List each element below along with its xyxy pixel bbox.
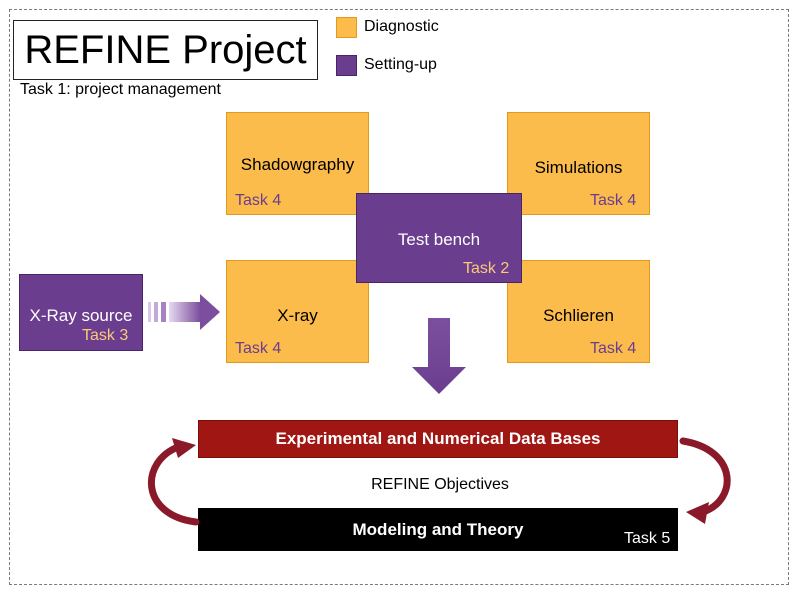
xray-label: X-ray	[277, 306, 318, 325]
shadowgraphy-label: Shadowgraphy	[240, 155, 355, 174]
test-bench-box: Test bench Task 2	[356, 193, 522, 283]
shadowgraphy-box: Shadowgraphy Task 4	[226, 112, 369, 215]
modeling-task: Task 5	[624, 530, 671, 547]
schlieren-box: Schlieren Task 4	[507, 260, 650, 363]
test-bench-label: Test bench	[397, 230, 481, 249]
legend-swatch-diagnostic	[336, 17, 357, 38]
xray-task: Task 4	[235, 340, 282, 357]
xray-source-label: X-Ray source	[29, 306, 133, 325]
project-frame	[9, 9, 789, 585]
legend-label-setting-up: Setting-up	[364, 56, 437, 73]
legend-swatch-setting-up	[336, 55, 357, 76]
legend-label-diagnostic: Diagnostic	[364, 18, 439, 35]
page-title: REFINE Project	[13, 20, 318, 80]
xray-beam-arrow	[148, 294, 220, 330]
curved-arrow-right	[679, 437, 731, 524]
modeling-bar: Modeling and Theory	[198, 508, 678, 551]
task1-label: Task 1: project management	[20, 81, 221, 98]
down-arrow	[412, 318, 466, 394]
test-bench-task: Task 2	[463, 260, 510, 277]
schlieren-task: Task 4	[590, 340, 637, 357]
simulations-label: Simulations	[534, 158, 623, 177]
xray-box: X-ray Task 4	[226, 260, 369, 363]
xray-source-box: X-Ray source Task 3	[19, 274, 143, 351]
xray-source-task: Task 3	[82, 327, 129, 344]
simulations-task: Task 4	[590, 192, 637, 209]
shadowgraphy-task: Task 4	[235, 192, 282, 209]
curved-arrow-left	[147, 438, 200, 526]
simulations-box: Simulations Task 4	[507, 112, 650, 215]
data-bases-bar: Experimental and Numerical Data Bases	[198, 420, 678, 458]
objectives-label: REFINE Objectives	[371, 476, 509, 493]
modeling-label: Modeling and Theory	[352, 519, 524, 539]
schlieren-label: Schlieren	[543, 306, 614, 325]
